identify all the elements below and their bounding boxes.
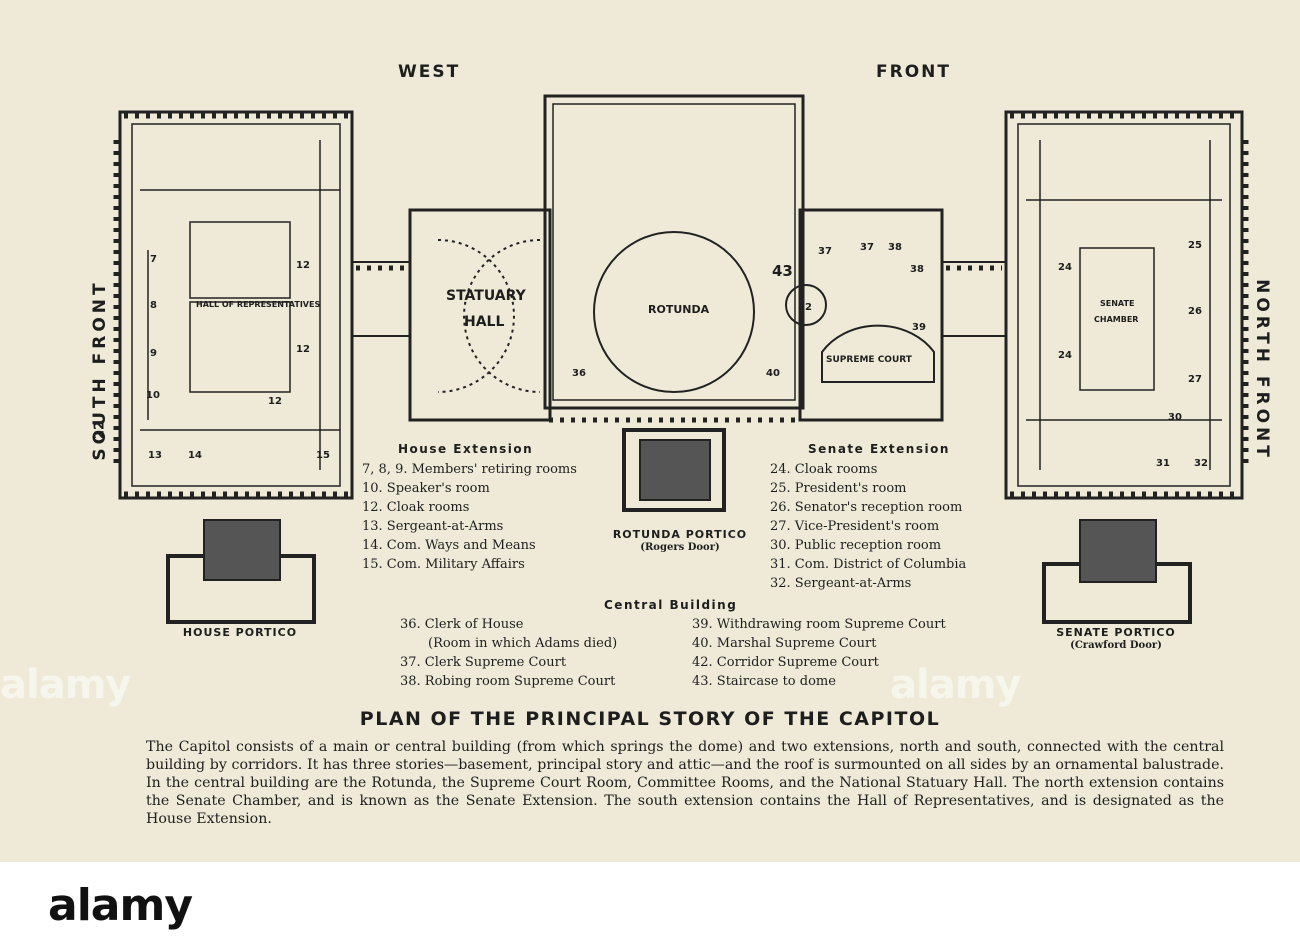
house-portico-caption: HOUSE PORTICO	[182, 626, 298, 639]
legend-item: 37. Clerk Supreme Court	[400, 655, 567, 670]
legend-item: 10. Speaker's room	[362, 481, 490, 496]
room-number: 12	[268, 396, 282, 407]
room-number: 38	[910, 264, 924, 275]
legend-item: (Room in which Adams died)	[428, 636, 618, 651]
room-number: 43	[772, 262, 793, 280]
room-number: 26	[1188, 306, 1202, 317]
room-number: 15	[316, 450, 330, 461]
corridor-supreme-court-circle	[785, 284, 827, 326]
room-number: 32	[1194, 458, 1208, 469]
rotunda-portico-caption: ROTUNDA PORTICO	[612, 528, 748, 541]
senate-label: SENATE	[1100, 299, 1134, 308]
watermark: alamy	[890, 662, 1021, 708]
legend-item: 14. Com. Ways and Means	[362, 538, 536, 553]
room-number: 40	[766, 368, 780, 379]
room-number: 42	[798, 302, 812, 313]
west-heading: WEST	[398, 62, 461, 82]
legend-item: 43. Staircase to dome	[692, 674, 836, 689]
legend-item: 15. Com. Military Affairs	[362, 557, 525, 572]
room-number: 14	[188, 450, 202, 461]
room-number: 37	[818, 246, 832, 257]
rotunda-label: ROTUNDA	[648, 303, 710, 316]
floor-plan: HALL OF REPRESENTATIVES STATUARY HALL RO…	[113, 94, 1249, 624]
legend-item: 31. Com. District of Columbia	[770, 557, 967, 572]
legend-item: 30. Public reception room	[770, 538, 942, 553]
legend-item: 7, 8, 9. Members' retiring rooms	[362, 462, 577, 477]
room-number: 36	[572, 368, 586, 379]
watermark: alamy	[0, 662, 131, 708]
room-number: 7	[150, 254, 157, 265]
room-number: 13	[148, 450, 162, 461]
senate-extension-outline	[1004, 110, 1244, 500]
stock-footer: alamy	[0, 862, 1300, 952]
legend-item: 39. Withdrawing room Supreme Court	[692, 617, 946, 632]
central-building-outline	[543, 94, 805, 410]
room-number: 30	[1168, 412, 1182, 423]
central-building-heading: Central Building	[604, 598, 738, 612]
supreme-court-label: SUPREME COURT	[826, 355, 913, 365]
room-number: 12	[296, 344, 310, 355]
crawford-door-caption: (Crawford Door)	[1070, 640, 1162, 651]
house-extension-heading: House Extension	[398, 442, 534, 456]
room-number: 37	[860, 242, 874, 253]
chamber-label: CHAMBER	[1094, 315, 1138, 324]
rogers-door-caption: (Rogers Door)	[640, 542, 720, 553]
room-number: 24	[1058, 262, 1072, 273]
room-number: 31	[1156, 458, 1170, 469]
senate-extension-legend: 24. Cloak rooms 25. President's room 26.…	[770, 460, 966, 593]
legend-item: 40. Marshal Supreme Court	[692, 636, 877, 651]
room-number: 10	[146, 390, 160, 401]
room-number: 27	[1188, 374, 1202, 385]
legend-item: 27. Vice-President's room	[770, 519, 940, 534]
hall-of-representatives-label: HALL OF REPRESENTATIVES	[196, 300, 320, 309]
legend-item: 26. Senator's reception room	[770, 500, 963, 515]
page-title: PLAN OF THE PRINCIPAL STORY OF THE CAPIT…	[359, 708, 941, 730]
statuary-hall-label: HALL	[464, 314, 504, 330]
central-building-legend-right: 39. Withdrawing room Supreme Court 40. M…	[692, 615, 946, 691]
legend-item: 42. Corridor Supreme Court	[692, 655, 879, 670]
front-heading: FRONT	[876, 62, 951, 82]
book-page: WEST FRONT SOUTH FRONT NORTH FRONT 22	[0, 0, 1300, 862]
room-number: 25	[1188, 240, 1202, 251]
senate-portico-caption: SENATE PORTICO	[1056, 626, 1176, 639]
alamy-logo: alamy	[48, 880, 193, 931]
legend-item: 38. Robing room Supreme Court	[400, 674, 616, 689]
statuary-wing-outline	[408, 208, 552, 422]
body-paragraph: The Capitol consists of a main or centra…	[146, 739, 1224, 827]
room-number: 38	[888, 242, 902, 253]
legend-item: 25. President's room	[770, 481, 907, 496]
legend-item: 36. Clerk of House	[400, 617, 524, 632]
statuary-label: STATUARY	[446, 288, 527, 304]
room-number: 8	[150, 300, 157, 311]
central-building-legend-left: 36. Clerk of House (Room in which Adams …	[400, 615, 617, 691]
senate-extension-heading: Senate Extension	[808, 442, 950, 456]
legend-item: 12. Cloak rooms	[362, 500, 470, 515]
legend-item: 32. Sergeant-at-Arms	[770, 576, 912, 591]
house-extension-legend: 7, 8, 9. Members' retiring rooms 10. Spe…	[362, 460, 577, 574]
room-number: 39	[912, 322, 926, 333]
rotunda-circle	[593, 231, 755, 393]
legend-item: 24. Cloak rooms	[770, 462, 878, 477]
room-number: 12	[296, 260, 310, 271]
room-number: 9	[150, 348, 157, 359]
legend-item: 13. Sergeant-at-Arms	[362, 519, 504, 534]
room-number: 24	[1058, 350, 1072, 361]
